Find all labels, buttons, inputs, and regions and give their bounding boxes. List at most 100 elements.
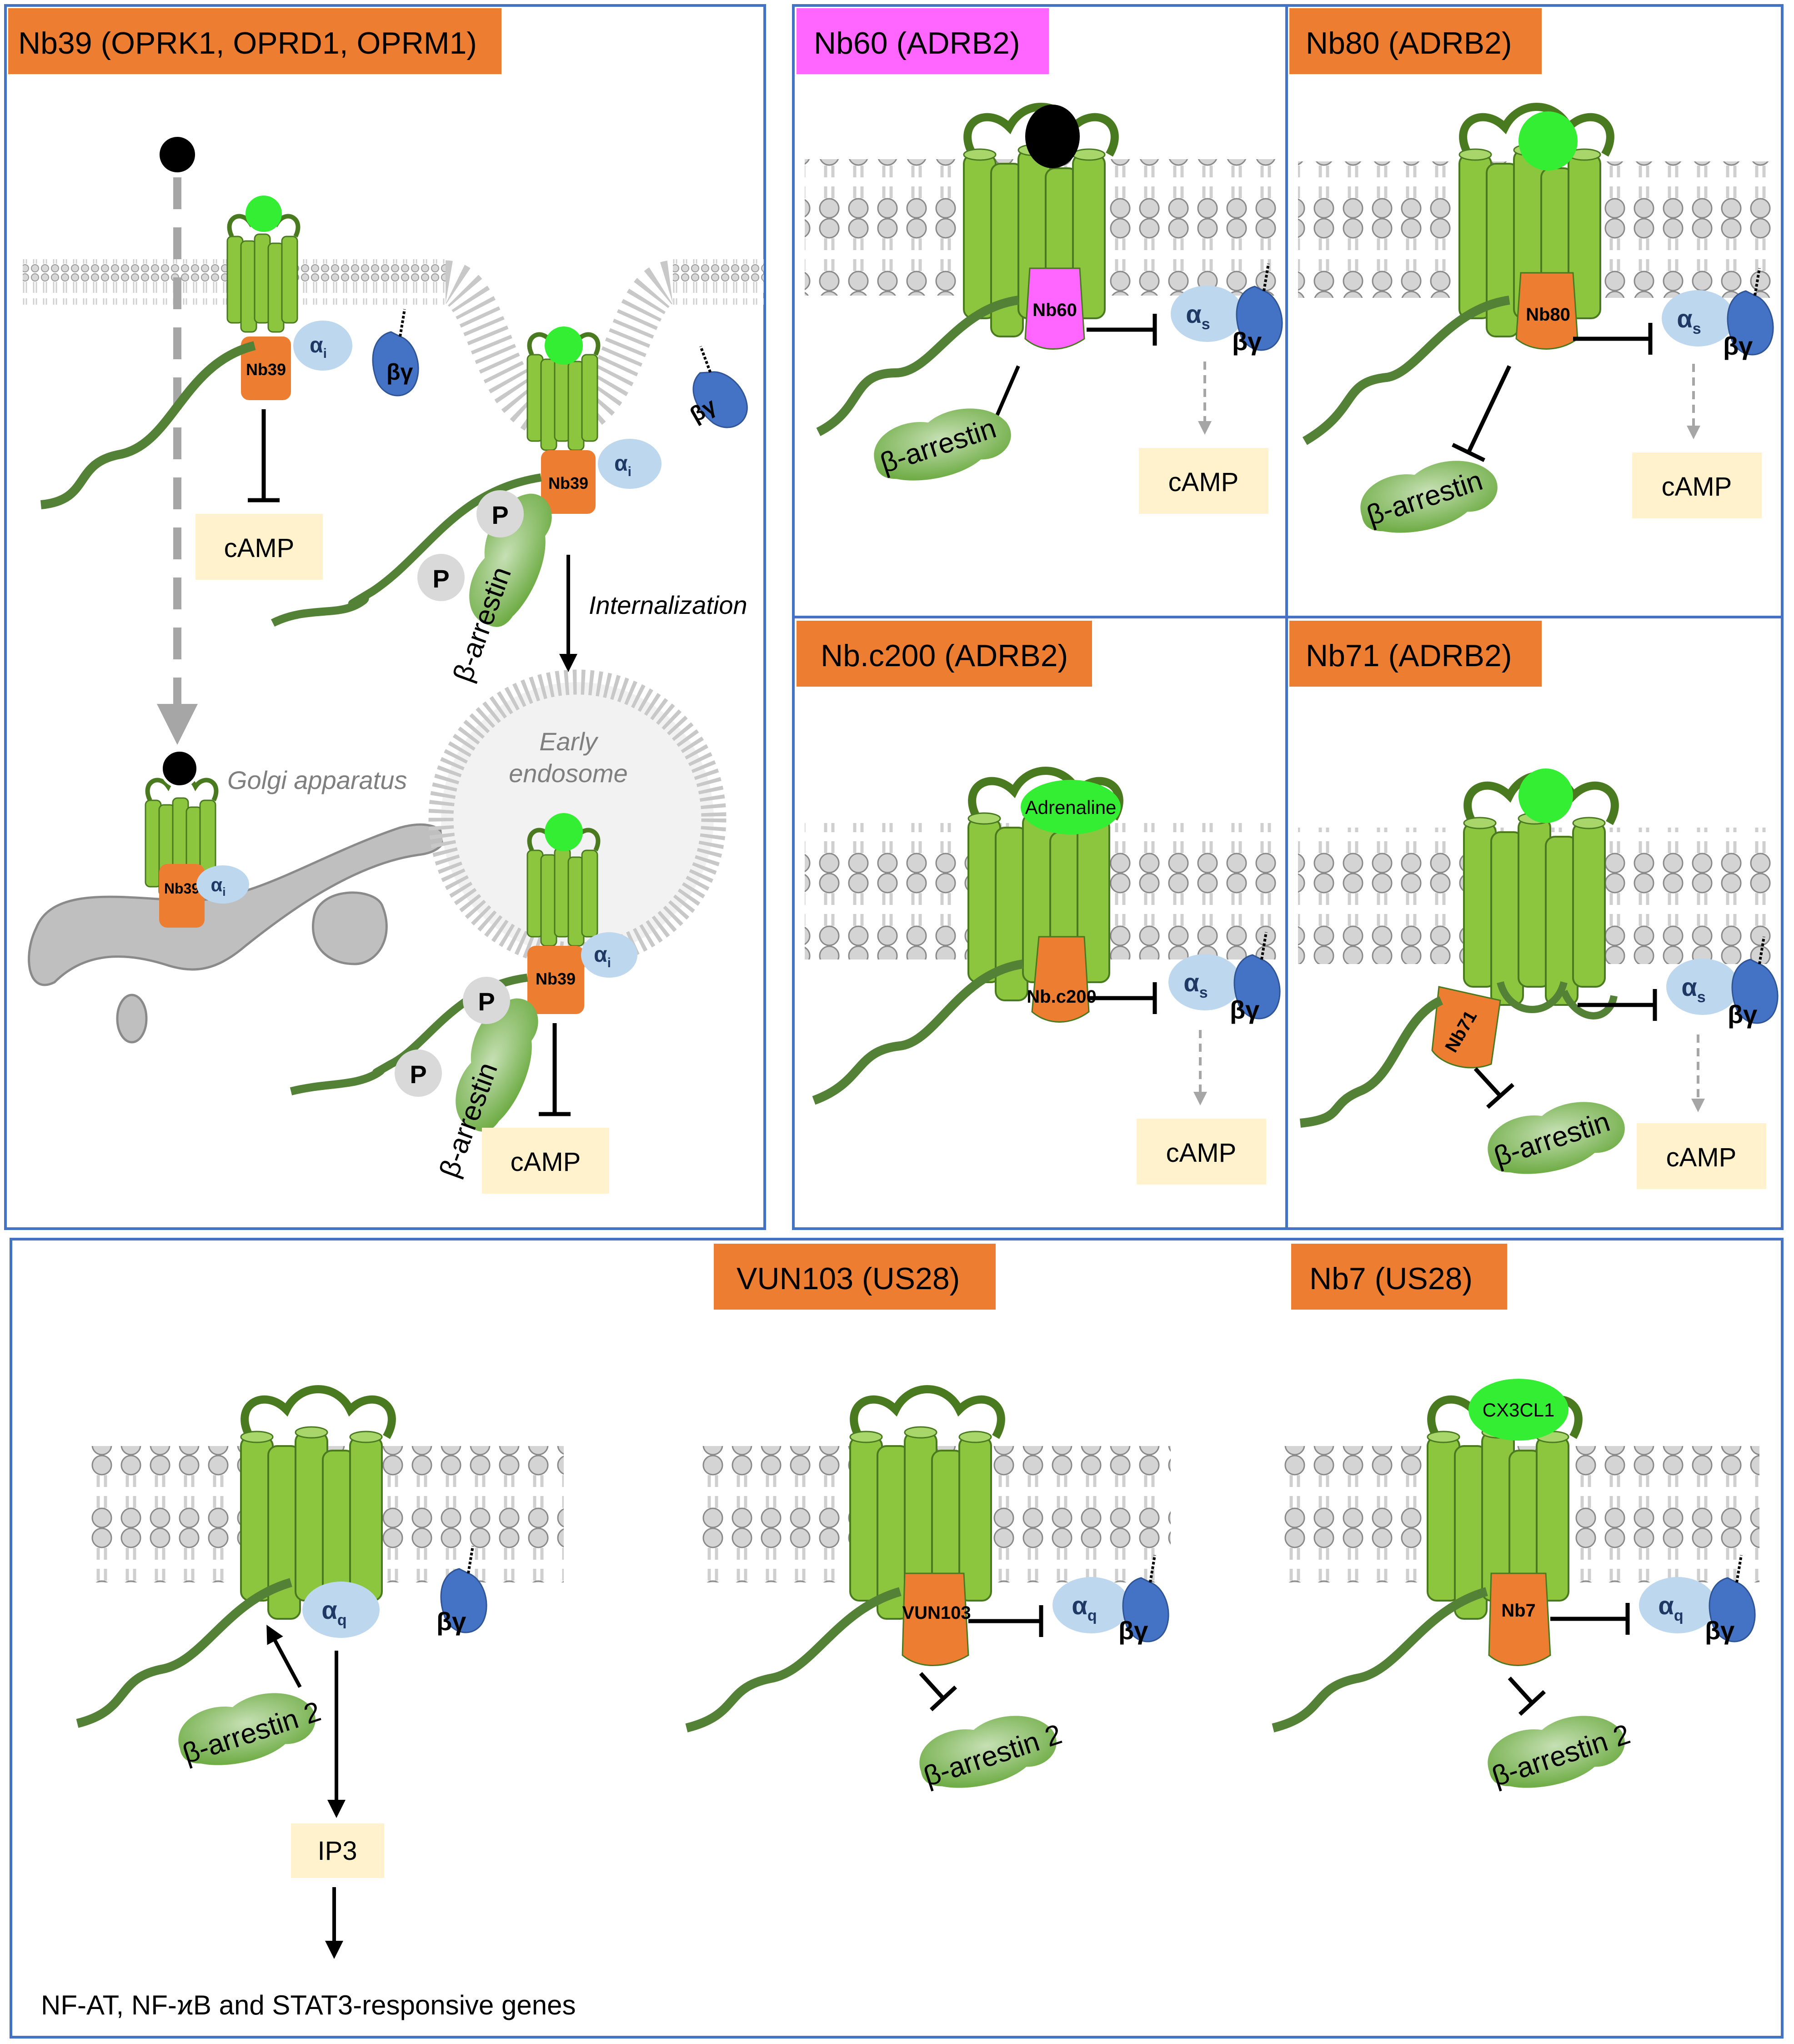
phospho-1-label: P bbox=[491, 501, 508, 529]
beta-gamma-label-vun103: βγ bbox=[1118, 1616, 1148, 1645]
green-ligand bbox=[246, 196, 282, 232]
g-alpha-label-nb7: αq bbox=[1658, 1591, 1683, 1624]
panel-title: Nb80 (ADRB2) bbox=[1306, 26, 1512, 60]
early-endosome-label-2: endosome bbox=[509, 759, 628, 788]
inhibition-bar-arrestin-nb7 bbox=[1518, 1690, 1546, 1716]
beta-gamma-label-nb7: βγ bbox=[1705, 1616, 1734, 1645]
nanobody-label: Nb.c200 bbox=[1027, 987, 1096, 1007]
phospho-4-label: P bbox=[410, 1060, 426, 1089]
golgi-cisterna bbox=[312, 891, 388, 965]
camp-box bbox=[195, 514, 323, 580]
inhibition-line-arrestin-vun103 bbox=[919, 1672, 945, 1700]
panel-title-box-vun103 bbox=[714, 1244, 996, 1310]
nanobody-label: Nb60 bbox=[1032, 300, 1077, 320]
g-alpha-label: αs bbox=[1681, 973, 1705, 1006]
camp-label: cAMP bbox=[224, 533, 295, 563]
green-ligand-endosome bbox=[545, 813, 583, 851]
nanobody-vun103 bbox=[902, 1572, 969, 1666]
g-alpha-label-golgi: αi bbox=[210, 874, 226, 899]
phospho-2-label: P bbox=[432, 564, 449, 593]
nanobody-nb39-pit bbox=[541, 450, 596, 514]
inhibition-line-arrestin-nb7 bbox=[1508, 1676, 1534, 1705]
beta-gamma-label: βγ bbox=[1232, 327, 1262, 356]
g-alpha-label: αs bbox=[1186, 300, 1210, 333]
phospho-4 bbox=[395, 1050, 442, 1097]
g-alpha-label: αs bbox=[1677, 304, 1701, 337]
inhibition-line-arrestin bbox=[1466, 365, 1512, 453]
g-alpha-label-vun103: αq bbox=[1072, 1591, 1097, 1624]
panel-5-border bbox=[1285, 616, 1784, 1230]
g-alpha-q-nb7 bbox=[1639, 1577, 1716, 1633]
panel-nb39: Nb39 (OPRK1, OPRD1, OPRM1) Nb39 αi βγ cA… bbox=[8, 8, 764, 1194]
nanobody-label-nb7: Nb7 bbox=[1501, 1601, 1536, 1621]
golgi-label: Golgi apparatus bbox=[227, 766, 407, 794]
plasma-membrane-right bbox=[673, 259, 764, 305]
nanobody-label-golgi: Nb39 bbox=[164, 880, 200, 897]
camp-label: cAMP bbox=[1166, 1138, 1237, 1168]
camp-label: cAMP bbox=[1662, 472, 1732, 502]
internalization-label: Internalization bbox=[589, 591, 747, 619]
cx3cl1-ligand bbox=[1468, 1379, 1568, 1441]
panel-1-border bbox=[4, 4, 766, 1230]
receptor-tail bbox=[40, 341, 256, 509]
g-alpha-s bbox=[1171, 286, 1243, 342]
nanobody-nb60 bbox=[1024, 267, 1085, 350]
recruitment-arrow bbox=[266, 1624, 302, 1688]
cx3cl1-label: CX3CL1 bbox=[1483, 1399, 1555, 1421]
inhibition-bar-arrestin bbox=[1486, 1083, 1514, 1109]
panel-title-box bbox=[1289, 8, 1542, 74]
panel-nb80: Nb80 (ADRB2) Nb80 αs βγ cAMP β-arrestin bbox=[1289, 8, 1778, 541]
nanobody-nb71 bbox=[1431, 986, 1501, 1069]
panel-title-box bbox=[1289, 621, 1542, 687]
nanobody-label-endosome: Nb39 bbox=[536, 969, 576, 988]
g-alpha-i-golgi bbox=[196, 865, 249, 904]
inhibition-line-arrestin bbox=[1473, 1067, 1502, 1098]
nanobody-nb39-golgi bbox=[159, 864, 205, 928]
adrenaline-ligand bbox=[1021, 780, 1121, 834]
green-ligand bbox=[1518, 768, 1573, 823]
nanobody-nb39 bbox=[241, 336, 291, 400]
beta-gamma-label: βγ bbox=[1728, 1000, 1757, 1029]
phospho-3-label: P bbox=[478, 987, 495, 1016]
nanobody-label-pit: Nb39 bbox=[548, 474, 588, 492]
g-alpha-s bbox=[1666, 959, 1739, 1015]
nanobody-nb39-endosome bbox=[527, 946, 584, 1014]
beta-gamma-label: βγ bbox=[1723, 331, 1753, 360]
panel-6-border bbox=[10, 1238, 1784, 2039]
inhibition-bar-arrestin bbox=[1452, 442, 1485, 462]
ip3-label: IP3 bbox=[317, 1836, 357, 1866]
nanobody-label-vun103: VUN103 bbox=[902, 1603, 971, 1623]
receptor-tail-native bbox=[76, 1578, 292, 1728]
nanobody-label: Nb80 bbox=[1526, 305, 1570, 325]
receptor-tail-endosome bbox=[290, 974, 528, 1095]
g-alpha-i bbox=[293, 321, 352, 371]
phospho-3 bbox=[463, 977, 510, 1024]
g-alpha-label-pit: αi bbox=[614, 452, 631, 479]
nanobody-nb7 bbox=[1488, 1572, 1551, 1666]
black-ligand-golgi bbox=[160, 749, 199, 788]
camp-label-endosome: cAMP bbox=[511, 1147, 581, 1177]
camp-box bbox=[1632, 452, 1762, 518]
phospho-2 bbox=[417, 554, 465, 601]
g-alpha-q bbox=[302, 1582, 380, 1638]
receptor-tail bbox=[812, 959, 1024, 1105]
camp-box bbox=[1137, 1119, 1266, 1185]
g-alpha-s bbox=[1662, 290, 1734, 347]
beta-gamma-label-native: βγ bbox=[436, 1607, 466, 1636]
panel-title-box bbox=[797, 621, 1092, 687]
panel-nb71: Nb71 (ADRB2) Nb71 αs βγ cAMP β-arrestin bbox=[1289, 621, 1778, 1189]
camp-label: cAMP bbox=[1666, 1143, 1737, 1172]
panel-title-box-nb7 bbox=[1291, 1244, 1507, 1310]
panel-us28: VUN103 (US28) Nb7 (US28) αq βγ β-arresti… bbox=[41, 1244, 1759, 2020]
green-ligand bbox=[1518, 111, 1578, 171]
phospho-1 bbox=[476, 490, 524, 537]
camp-box-endosome bbox=[482, 1128, 609, 1194]
receptor-tail bbox=[1300, 996, 1443, 1128]
g-alpha-i-endosome bbox=[581, 932, 637, 978]
panel-title-vun103: VUN103 (US28) bbox=[737, 1261, 960, 1296]
g-alpha-i-pit bbox=[598, 439, 661, 489]
green-ligand-pit bbox=[545, 326, 583, 365]
inhibition-bar-arrestin-vun103 bbox=[929, 1685, 957, 1712]
panel-nbc200: Nb.c200 (ADRB2) Adrenaline Nb.c200 αs βγ… bbox=[797, 621, 1282, 1185]
